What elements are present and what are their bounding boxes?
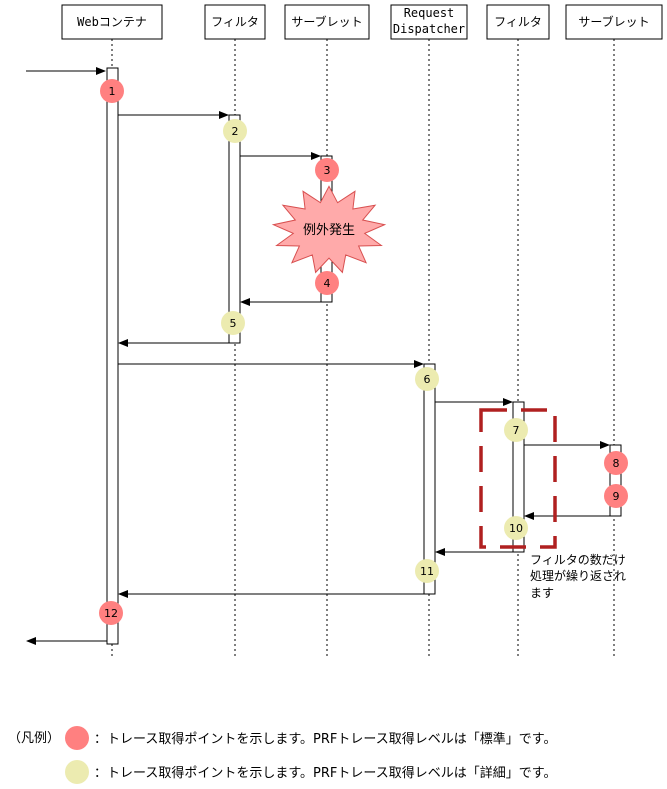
legend-heading: （凡例）: [8, 731, 60, 746]
trace-point: 9: [604, 484, 628, 508]
trace-points: 1 2 3 4 5 6 7 8 9 10 11 12: [99, 79, 628, 625]
trace-point-number: 1: [109, 85, 116, 98]
legend-standard-swatch: [65, 726, 89, 750]
legend-detail-swatch: [65, 760, 89, 784]
trace-point-number: 4: [324, 277, 331, 290]
lifeline-label: Webコンテナ: [77, 15, 147, 29]
legend-standard-text: ：トレース取得ポイントを示します。PRFトレース取得レベルは「標準」です。: [94, 731, 556, 747]
trace-point: 5: [221, 311, 245, 335]
activation-filter-1: [228, 114, 241, 344]
trace-point: 8: [604, 451, 628, 475]
trace-point: 2: [223, 119, 247, 143]
burst-shape: [271, 185, 387, 274]
trace-point-number: 6: [424, 373, 431, 386]
messages: [26, 67, 610, 645]
lifeline-header-servlet-2: サーブレット: [565, 4, 663, 40]
trace-point-number: 12: [104, 607, 118, 620]
exception-burst: 例外発生: [271, 185, 387, 274]
repeat-region-box: [479, 408, 557, 549]
trace-point: 11: [415, 559, 439, 583]
trace-point-number: 3: [324, 164, 331, 177]
repeat-note-line2: 処理が繰り返され: [530, 568, 626, 583]
lifeline-header-filter-1: フィルタ: [204, 4, 266, 40]
trace-point-number: 11: [420, 565, 434, 578]
trace-point: 12: [99, 601, 123, 625]
trace-point-number: 7: [513, 424, 520, 437]
lifeline-header-servlet-1: サーブレット: [284, 4, 370, 40]
legend: （凡例） ：トレース取得ポイントを示します。PRFトレース取得レベルは「標準」で…: [8, 726, 556, 784]
lifeline-label: サーブレット: [578, 14, 649, 29]
lifeline-header-filter-2: フィルタ: [486, 4, 550, 40]
burst-label: 例外発生: [303, 223, 355, 238]
lifeline-label: フィルタ: [211, 15, 259, 29]
lifeline-label-line1: Request: [404, 6, 455, 20]
trace-point-number: 10: [509, 522, 523, 535]
lifeline-header-request-dispatcher: Request Dispatcher: [390, 4, 468, 40]
activation-request-dispatcher: [423, 363, 436, 595]
activation-web-container: [106, 67, 119, 645]
lifeline-label: サーブレット: [291, 14, 362, 29]
activation-filter-2: [512, 401, 525, 553]
lifeline-label: フィルタ: [494, 15, 542, 29]
trace-point-number: 9: [613, 490, 620, 503]
legend-detail-text: ：トレース取得ポイントを示します。PRFトレース取得レベルは「詳細」です。: [94, 765, 556, 781]
trace-point: 7: [504, 418, 528, 442]
trace-point-number: 2: [232, 125, 239, 138]
trace-point: 4: [315, 271, 339, 295]
trace-point-number: 5: [230, 317, 237, 330]
trace-point: 6: [415, 367, 439, 391]
activation-servlet-2: [609, 444, 622, 517]
trace-point: 1: [100, 79, 124, 103]
repeat-note: フィルタの数だけ 処理が繰り返され ます: [530, 552, 626, 600]
trace-point: 3: [315, 158, 339, 182]
trace-point-number: 8: [613, 457, 620, 470]
trace-point: 10: [504, 516, 528, 540]
lifeline-header-web-container: Webコンテナ: [61, 4, 163, 40]
repeat-note-line3: ます: [530, 586, 554, 600]
repeat-note-line1: フィルタの数だけ: [530, 552, 626, 567]
lifeline-label-line2: Dispatcher: [393, 22, 465, 36]
